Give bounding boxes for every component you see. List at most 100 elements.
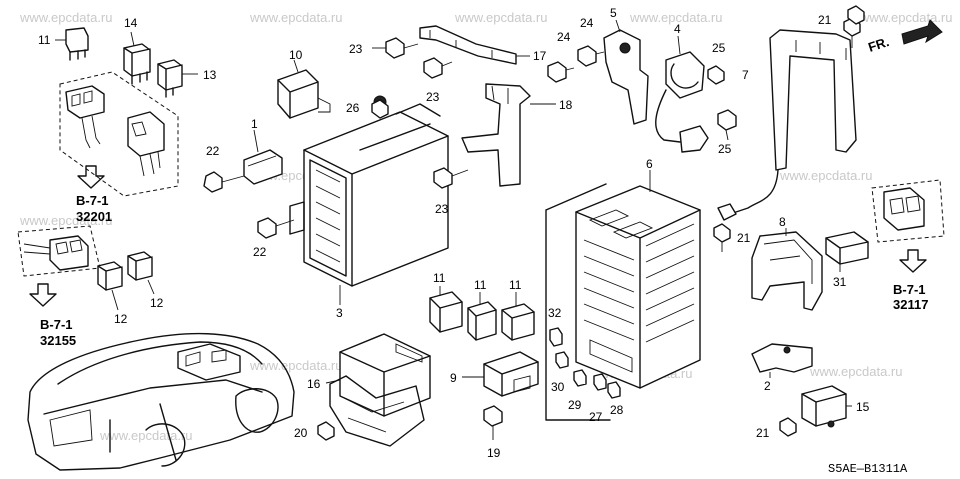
- fuse-30: [555, 351, 569, 369]
- fuse-28: [607, 381, 621, 399]
- front-direction-marker: FR.: [866, 19, 943, 55]
- bracket-17: [419, 25, 530, 65]
- callout-label: 12: [150, 296, 164, 310]
- watermark-text: www.epcdata.ru: [779, 168, 873, 183]
- relay-11-mid-c: [501, 292, 535, 341]
- reference-arrow-32201: B-7-1 32201: [76, 165, 112, 224]
- relay-14: [123, 31, 151, 85]
- control-unit-9: [462, 351, 539, 397]
- callout-label: 3: [336, 306, 343, 320]
- bolt-20: [317, 421, 335, 441]
- bracket-18: [461, 83, 556, 187]
- reference-page: B-7-1: [76, 193, 109, 208]
- callout-label: 11: [38, 33, 51, 47]
- bracket-2: [751, 343, 813, 378]
- sensor-4: [655, 35, 709, 153]
- bracket-1: [243, 129, 283, 185]
- watermark-text: www.epcdata.ru: [249, 10, 343, 25]
- reference-page: B-7-1: [893, 282, 926, 297]
- callout-label: 16: [307, 377, 321, 391]
- watermark-text: www.epcdata.ru: [19, 213, 113, 228]
- reference-page: B-7-1: [40, 317, 73, 332]
- callout-label: 14: [124, 16, 138, 30]
- callout-label: 8: [779, 215, 786, 229]
- callout-label: 27: [589, 410, 603, 424]
- relay-11-mid-a: [429, 286, 463, 333]
- bolt-23-mid: [423, 57, 453, 79]
- callout-label: 23: [435, 202, 449, 216]
- connector-group-32155: B-7-1 32155: [17, 225, 101, 348]
- callout-label: 23: [426, 90, 440, 104]
- callout-label: 6: [646, 157, 653, 171]
- callout-label: 25: [718, 142, 732, 156]
- relay-13: [157, 59, 198, 98]
- callout-label: 25: [712, 41, 726, 55]
- bolt-25-upper: [707, 65, 725, 85]
- callout-label: 26: [346, 101, 360, 115]
- fuse-32: [549, 327, 563, 347]
- relay-12-left: [97, 261, 123, 311]
- callout-label: 24: [580, 16, 594, 30]
- callout-label: 17: [533, 49, 547, 63]
- callout-label: 15: [856, 400, 870, 414]
- bolt-23-low: [433, 167, 469, 189]
- watermark-text: www.epcdata.ru: [249, 358, 343, 373]
- callout-label: 22: [206, 144, 220, 158]
- bolt-23-top: [372, 37, 419, 59]
- bolt-19: [483, 405, 503, 440]
- callout-label: 29: [568, 398, 582, 412]
- fuse-box-frame: [545, 183, 611, 421]
- callout-label: 20: [294, 426, 308, 440]
- callout-labels: 11 14 13 10 23 23 26 1 22 22 3 17 18 23 …: [38, 6, 870, 460]
- ecu-unit: [289, 95, 449, 305]
- diagram-code: S5AE—B1311A: [828, 462, 908, 476]
- relay-11-top: [55, 27, 89, 61]
- connector-group-32117: B-7-1 32117: [871, 179, 945, 312]
- relay-11-mid-b: [467, 292, 497, 341]
- bolt-24-right: [577, 45, 605, 67]
- callout-label: 13: [203, 68, 217, 82]
- callout-label: 11: [509, 278, 522, 292]
- callout-label: 11: [474, 278, 487, 292]
- callout-label: 9: [450, 371, 457, 385]
- callout-label: 4: [674, 22, 681, 36]
- watermark-text: www.epcdata.ru: [99, 428, 193, 443]
- reference-number: 32155: [40, 333, 76, 348]
- callout-label: 28: [610, 403, 624, 417]
- bolt-22-upper: [203, 171, 245, 193]
- watermark-text: www.epcdata.ru: [809, 364, 903, 379]
- bolt-21-bottom: [779, 417, 797, 437]
- callout-label: 21: [737, 231, 751, 245]
- car-outline: [27, 332, 295, 471]
- reference-number: 32201: [76, 209, 112, 224]
- front-label: FR.: [866, 34, 891, 55]
- bracket-8: [751, 228, 823, 311]
- ground-strap-7: [717, 17, 861, 221]
- bolt-24-left: [547, 61, 575, 83]
- bolt-22-lower: [257, 217, 295, 239]
- bolt-26: [371, 99, 389, 119]
- callout-label: 2: [764, 379, 771, 393]
- fuse-27: [593, 373, 607, 391]
- watermark-text: www.epcdata.ru: [859, 10, 953, 25]
- callout-label: 5: [610, 6, 617, 20]
- callout-label: 30: [551, 380, 565, 394]
- callout-label: 21: [818, 13, 832, 27]
- callout-label: 11: [433, 271, 446, 285]
- callout-label: 7: [742, 68, 749, 82]
- control-unit-15: [801, 385, 852, 428]
- callout-label: 10: [289, 48, 303, 62]
- callout-label: 31: [833, 275, 847, 289]
- bolt-21-mid: [713, 223, 731, 252]
- callout-label: 32: [548, 306, 562, 320]
- bolt-21-top: [847, 5, 865, 25]
- relay-10: [277, 59, 331, 119]
- relay-12-right: [127, 251, 155, 295]
- callout-label: 19: [487, 446, 501, 460]
- watermark-text: www.epcdata.ru: [454, 10, 548, 25]
- callout-label: 1: [251, 117, 258, 131]
- callout-label: 22: [253, 245, 267, 259]
- callout-label: 12: [114, 312, 128, 326]
- fuse-box-6: [575, 170, 701, 389]
